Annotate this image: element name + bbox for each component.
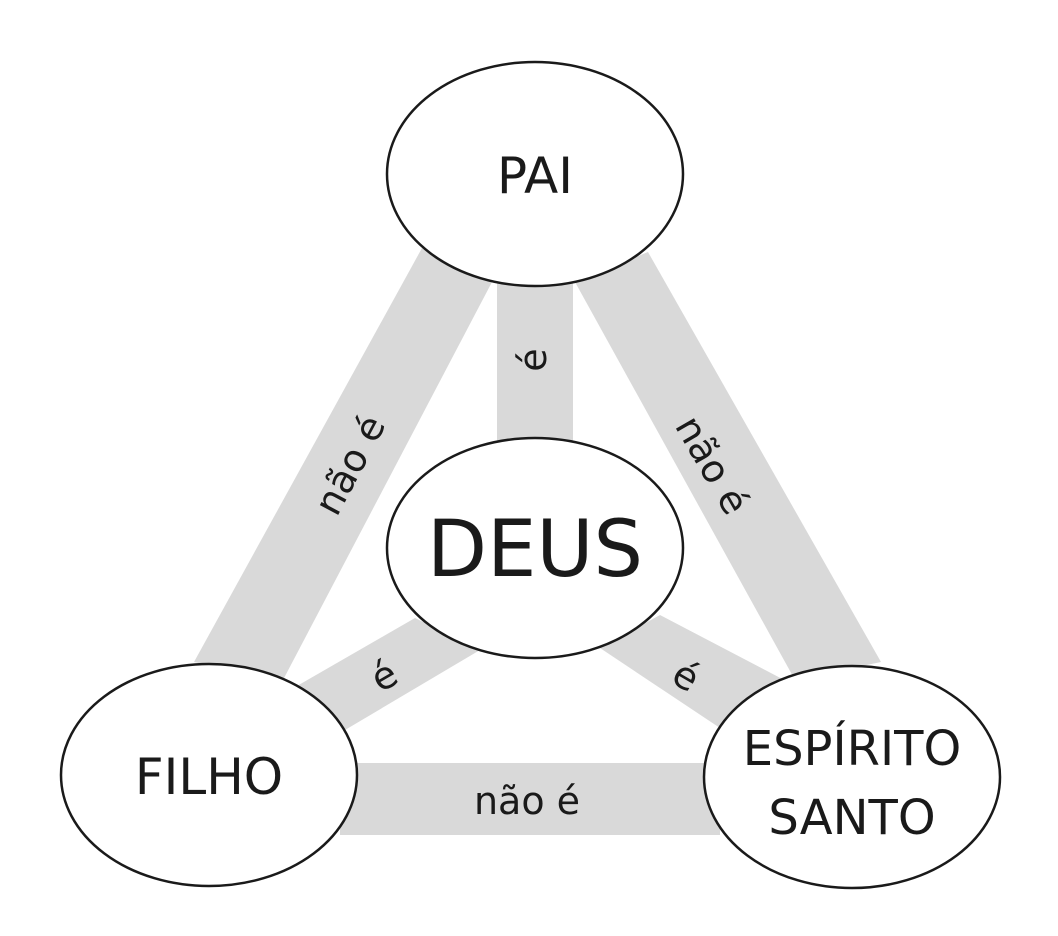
node-espirito-label-line2: SANTO — [768, 790, 935, 846]
node-espirito-santo: ESPÍRITO SANTO — [702, 664, 1002, 890]
band-pai-deus — [497, 278, 573, 450]
node-deus-shape — [385, 436, 685, 660]
label-filho-espirito: não é — [474, 779, 580, 823]
node-espirito-santo-shape — [702, 664, 1002, 890]
node-espirito-label-line1: ESPÍRITO — [743, 720, 962, 777]
edge-labels: é não é não é é é não é — [306, 348, 758, 823]
node-filho: FILHO — [59, 662, 359, 888]
node-pai: PAI — [385, 60, 685, 288]
node-filho-shape — [59, 662, 359, 888]
node-deus: DEUS — [385, 436, 685, 660]
node-deus-label: DEUS — [427, 505, 643, 595]
band-filho-espirito — [340, 763, 720, 835]
label-pai-deus: é — [511, 348, 555, 371]
node-pai-label: PAI — [497, 147, 573, 205]
node-pai-shape — [385, 60, 685, 288]
band-pai-espirito — [575, 252, 881, 680]
band-filho-deus — [290, 618, 480, 730]
node-filho-label: FILHO — [135, 748, 283, 806]
band-pai-filho — [194, 248, 492, 680]
